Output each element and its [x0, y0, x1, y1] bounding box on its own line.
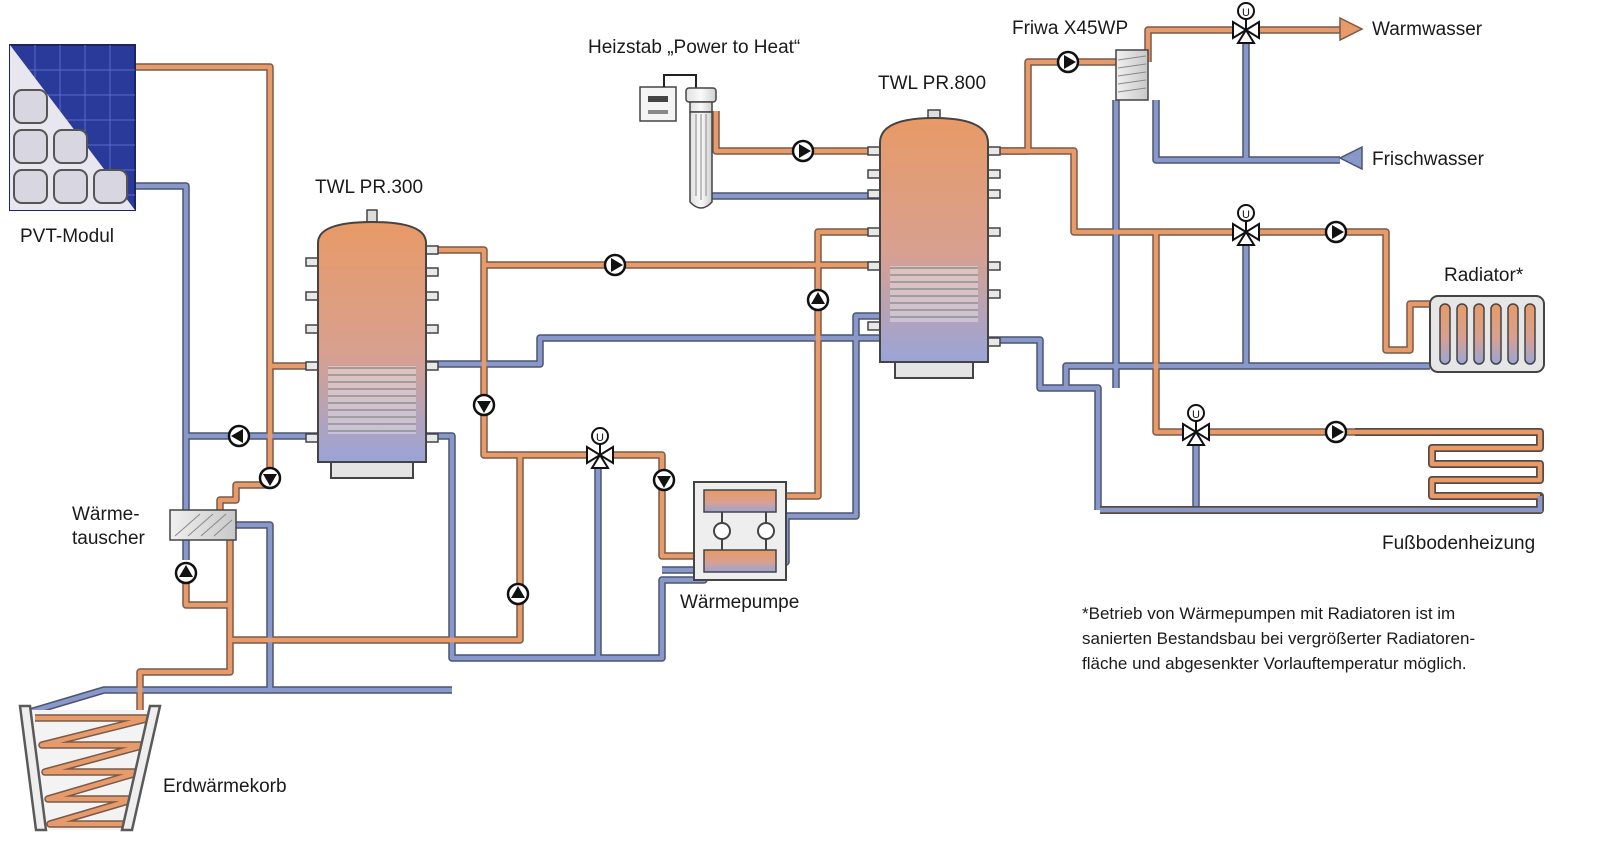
hot-pipe [608, 452, 704, 559]
pumps [174, 50, 1348, 606]
circulation-pump-icon [227, 424, 251, 448]
valve-letter: U [596, 432, 604, 444]
hot-pipe [766, 229, 880, 499]
circulation-pump-icon [174, 561, 198, 585]
circulation-pump-icon [1324, 220, 1348, 244]
floor-heating-coil [1100, 428, 1544, 514]
circulation-pump-icon [806, 288, 830, 312]
circulation-pump-icon [1056, 50, 1080, 74]
pvt-label: PVT-Modul [20, 226, 114, 247]
radiator-label: Radiator* [1444, 265, 1524, 286]
pipe-network [28, 26, 1430, 718]
tank-pr800-label: TWL PR.800 [878, 73, 986, 94]
cold-pipe [776, 312, 880, 566]
pvt-module [9, 44, 136, 211]
valve-letter: U [1242, 209, 1250, 221]
heat-pump [693, 481, 787, 581]
hx-label-line1: Wärme- [72, 504, 140, 525]
cold-pipe [426, 433, 601, 661]
cold-pipe [28, 521, 274, 716]
tank-pr300-label: TWL PR.300 [315, 177, 423, 198]
heat-pump-label: Wärmepumpe [680, 592, 799, 613]
hot-pipe [1145, 27, 1240, 62]
hot-pipe [217, 366, 273, 510]
hot-pipe [766, 228, 880, 500]
cold-pipe [988, 337, 1101, 510]
frischwasser-label: Frischwasser [1372, 149, 1485, 170]
mixing-valve-icon: U [1232, 204, 1260, 246]
hot-pipe [137, 640, 233, 718]
cold-pipe [29, 522, 273, 715]
valve-letter: U [1192, 409, 1200, 421]
footnote-line-3: fläche und abgesenkter Vorlauftemperatur… [1082, 654, 1467, 673]
circulation-pump-icon [652, 468, 676, 492]
circulation-pump-icon [1324, 420, 1348, 444]
warmwasser-outlet-arrow [1339, 16, 1364, 42]
warmwasser-label: Warmwasser [1372, 19, 1483, 40]
cold-pipe [426, 335, 880, 367]
hot-pipe [135, 63, 318, 370]
circulation-pump-icon [603, 253, 627, 277]
ground-heat-basket [18, 704, 162, 832]
hot-pipe [988, 58, 1116, 155]
floor-heating-label: Fußbodenheizung [1382, 533, 1535, 554]
hot-pipe [1254, 229, 1430, 353]
tank-pr300 [305, 209, 439, 479]
hot-pipe [135, 64, 318, 369]
hot-pipe [1153, 232, 1190, 435]
footnote-line-2: sanierten Bestandsbau bei vergrößerter R… [1082, 629, 1475, 648]
friwa-exchanger [1115, 49, 1149, 101]
tank-pr800 [867, 109, 1001, 379]
cold-pipe [426, 334, 880, 368]
circulation-pump-icon [506, 582, 530, 606]
hx-label-line2: tauscher [72, 528, 146, 549]
frischwasser-inlet-arrow [1338, 145, 1363, 171]
friwa-label: Friwa X45WP [1012, 18, 1128, 39]
valve-letter: U [1242, 7, 1250, 19]
circulation-pump-icon [472, 393, 496, 417]
ground-basket-label: Erdwärmekorb [163, 776, 287, 797]
mixing-valves: U U U U [586, 2, 1260, 469]
heating-rod-label: Heizstab „Power to Heat“ [588, 37, 800, 58]
cold-pipe [598, 566, 708, 662]
hot-pipe [988, 59, 1116, 154]
circulation-pump-icon [791, 139, 815, 163]
mixing-valve-icon: U [1232, 2, 1260, 44]
heating-rod [639, 74, 717, 209]
cold-pipe [776, 313, 880, 565]
footnote-line-1: *Betrieb von Wärmepumpen mit Radiatoren … [1082, 604, 1455, 623]
hot-pipe [1152, 232, 1190, 436]
plate-heat-exchanger [169, 509, 237, 541]
cold-pipe [1153, 100, 1340, 163]
circulation-pump-icon [258, 466, 282, 490]
cold-pipe [1062, 362, 1430, 388]
mixing-valve-icon: U [586, 427, 614, 469]
hot-pipe [608, 451, 704, 560]
cold-pipe [135, 183, 189, 510]
hot-pipe [1254, 228, 1430, 354]
hot-pipe [713, 111, 880, 154]
mixing-valve-icon: U [1182, 404, 1210, 446]
radiator [1429, 295, 1545, 373]
hot-pipe [183, 575, 230, 608]
hot-pipe [1144, 26, 1240, 62]
cold-pipe [1063, 363, 1430, 388]
cold-pipe [135, 182, 190, 510]
